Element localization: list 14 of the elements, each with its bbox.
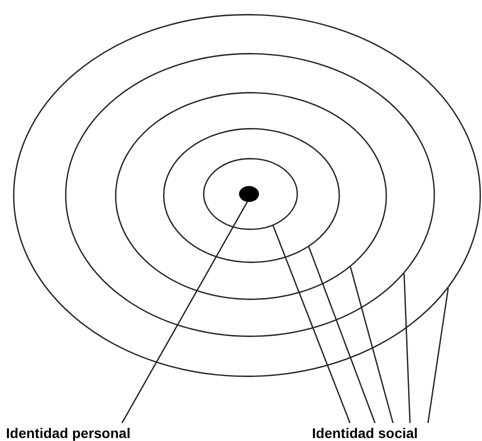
leader-line xyxy=(308,246,376,424)
leader-line xyxy=(121,202,248,424)
ring xyxy=(163,128,340,263)
leader-line xyxy=(427,288,449,424)
ring xyxy=(13,14,481,377)
leader-line xyxy=(403,274,411,424)
label-text: Identidad personal xyxy=(6,425,130,441)
leader-line xyxy=(350,266,394,424)
ring xyxy=(203,158,298,230)
leader-line xyxy=(272,225,351,424)
label-text: Identidad social xyxy=(312,425,418,441)
ring xyxy=(65,53,435,337)
center-dot xyxy=(239,186,259,202)
ring xyxy=(115,92,387,300)
